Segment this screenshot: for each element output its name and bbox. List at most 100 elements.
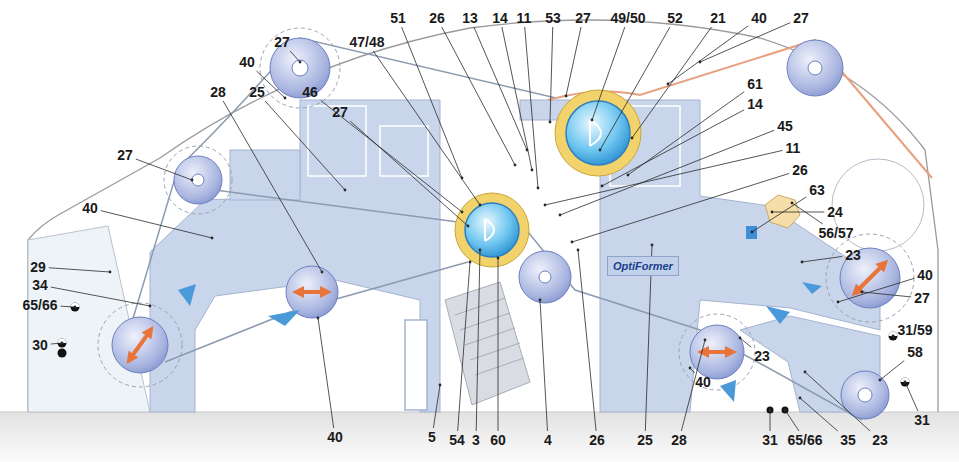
- callout-number: 27: [332, 104, 348, 120]
- leader-line: [550, 27, 553, 122]
- leader-dot: [299, 61, 302, 64]
- callout-number: 4: [544, 432, 552, 448]
- leader-line: [474, 27, 527, 150]
- leader-dot: [801, 261, 804, 264]
- callout-number: 52: [667, 10, 683, 26]
- leader-line: [51, 287, 150, 306]
- leader-dot: [689, 367, 692, 370]
- leader-dot: [109, 271, 112, 274]
- leader-line: [350, 121, 468, 226]
- wires: [120, 38, 862, 420]
- leader-line: [802, 256, 842, 262]
- callout-number: 45: [777, 118, 793, 134]
- callout-number: 27: [274, 34, 290, 50]
- leader-dot: [514, 164, 517, 167]
- leader-line: [51, 343, 62, 344]
- callout-number: 23: [845, 247, 861, 263]
- machine-frame: [150, 100, 880, 412]
- dashed-circles: [98, 28, 914, 390]
- leader-dot: [344, 189, 347, 192]
- leader-dot: [526, 149, 529, 152]
- leader-line: [578, 250, 596, 431]
- leader-line: [290, 51, 300, 62]
- callout-number: 27: [575, 10, 591, 26]
- callout-number: 28: [210, 84, 226, 100]
- leader-dot: [784, 409, 787, 412]
- leader-dot: [667, 83, 670, 86]
- floor: [0, 412, 959, 462]
- forming-shoe: [445, 282, 530, 405]
- leader-dot: [699, 61, 702, 64]
- machine-nameplate: OptiFormer: [607, 256, 679, 276]
- leader-line: [632, 27, 712, 138]
- callout-number: 40: [751, 10, 767, 26]
- leader-dot: [904, 381, 907, 384]
- leader-line: [560, 130, 774, 215]
- leader-line: [770, 410, 771, 431]
- leader-line: [458, 262, 470, 431]
- callout-number: 13: [462, 10, 478, 26]
- callout-number: 56/57: [818, 225, 853, 241]
- callout-number: 31/59: [897, 322, 932, 338]
- leader-dot: [739, 337, 742, 340]
- leader-dot: [549, 121, 552, 124]
- leader-line: [498, 258, 499, 431]
- callout-number: 40: [82, 200, 98, 216]
- callout-number: 60: [490, 432, 506, 448]
- leader-dot: [771, 211, 774, 214]
- leader-line: [566, 27, 581, 96]
- callout-number: 26: [429, 10, 445, 26]
- leader-dot: [467, 225, 470, 228]
- callout-number: 47/48: [349, 34, 384, 50]
- callout-number: 21: [710, 10, 726, 26]
- leader-dot: [861, 291, 864, 294]
- leader-dot: [461, 211, 464, 214]
- leader-line: [433, 385, 440, 428]
- leader-line: [600, 27, 670, 150]
- leader-dot: [317, 317, 320, 320]
- leader-line: [805, 372, 870, 431]
- callout-number: 58: [907, 344, 923, 360]
- leader-line: [572, 173, 789, 242]
- leader-dot: [799, 397, 802, 400]
- callout-number: 54: [449, 432, 465, 448]
- leader-dot: [321, 271, 324, 274]
- leader-dot: [704, 339, 707, 342]
- leader-dot: [61, 342, 64, 345]
- leader-line: [136, 159, 192, 180]
- leader-dot: [837, 301, 840, 304]
- callout-number: 25: [637, 432, 653, 448]
- leader-line: [525, 27, 538, 188]
- sensor-box: [746, 226, 757, 239]
- leader-dot: [565, 95, 568, 98]
- callout-number: 65/66: [787, 432, 822, 448]
- leader-line: [740, 338, 751, 347]
- callout-number: 40: [239, 54, 255, 70]
- callout-number: 34: [32, 277, 48, 293]
- leader-dot: [751, 231, 754, 234]
- leader-dot: [804, 371, 807, 374]
- callout-number: 61: [747, 76, 763, 92]
- leader-dot: [74, 306, 77, 309]
- leader-dot: [544, 204, 547, 207]
- callout-number: 31: [762, 432, 778, 448]
- leader-line: [800, 398, 838, 431]
- leader-dot: [651, 244, 654, 247]
- callout-number: 40: [917, 267, 933, 283]
- leader-dot: [879, 379, 882, 382]
- leader-line: [402, 27, 462, 178]
- callout-number: 26: [589, 432, 605, 448]
- leader-dot: [191, 179, 194, 182]
- blade-wedges: [178, 282, 822, 402]
- leader-dot: [601, 185, 604, 188]
- leader-dot: [539, 299, 542, 302]
- leader-line: [321, 101, 462, 212]
- leader-dot: [479, 249, 482, 252]
- leader-dot: [149, 305, 152, 308]
- callout-number: 3: [472, 432, 480, 448]
- callout-number: 35: [840, 432, 856, 448]
- leader-line: [545, 150, 783, 205]
- leader-line: [540, 300, 547, 431]
